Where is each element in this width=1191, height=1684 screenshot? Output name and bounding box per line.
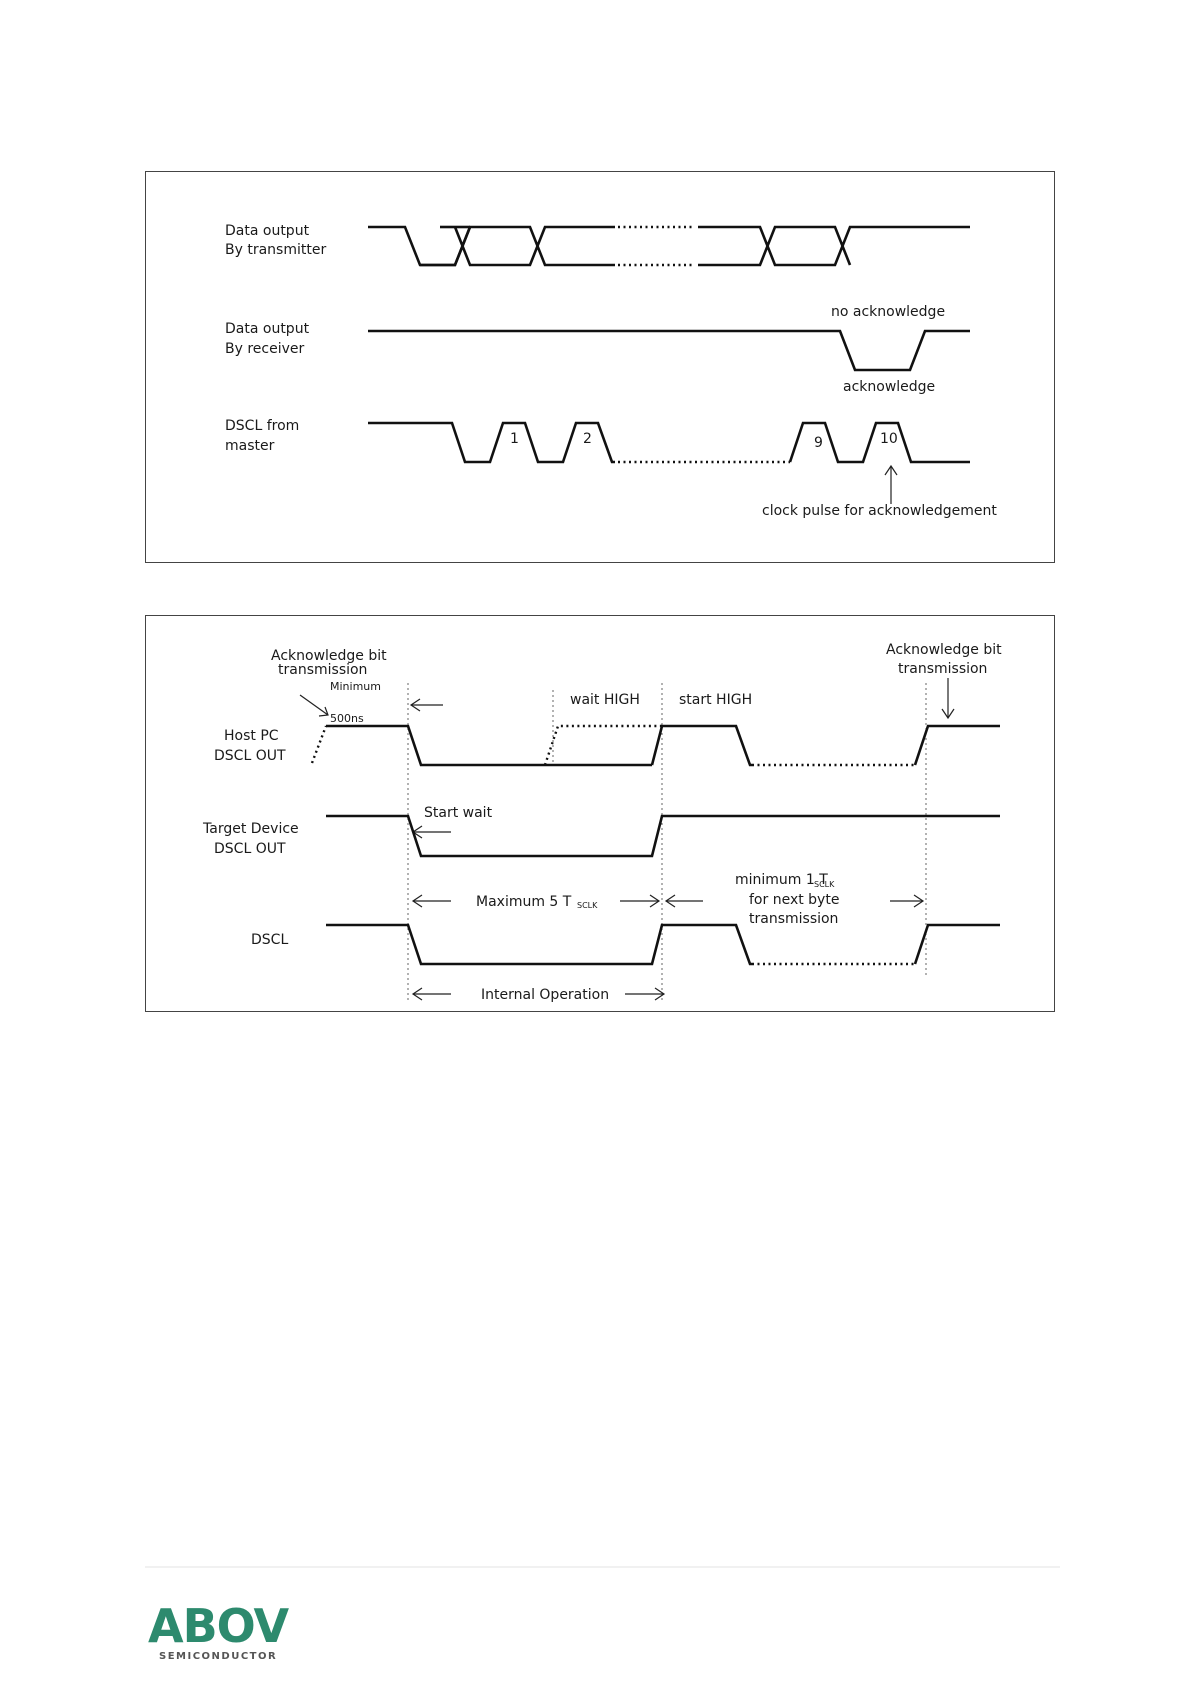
pulse-2-label: 2	[583, 431, 592, 447]
target-label-line1: Target Device	[202, 821, 299, 837]
diagram-ack-timing: Data output By transmitter Data output B…	[145, 171, 1055, 563]
host-pc-label-line1: Host PC	[224, 728, 279, 744]
min-next-subscript: SCLK	[814, 880, 835, 889]
arrow-down-icon	[941, 678, 955, 720]
ack-bit-right-line1: Acknowledge bit	[886, 642, 1002, 658]
label-data-transmitter-line1: Data output	[225, 223, 310, 239]
wait-high-label: wait HIGH	[570, 692, 640, 708]
waveform-receiver	[368, 329, 970, 372]
diagram1-frame	[145, 171, 1055, 563]
waveform-transmitter	[368, 225, 970, 267]
arrow-left-icon	[411, 894, 451, 908]
ack-bit-right-line2: transmission	[898, 661, 987, 677]
min-next-line1: minimum 1 T	[735, 872, 828, 888]
arrow-right-icon	[620, 894, 661, 908]
ack-bit-left-line2: transmission	[278, 662, 367, 678]
abov-logo: ABOV SEMICONDUCTOR	[148, 1599, 291, 1662]
ns500-label: 500ns	[330, 712, 364, 725]
no-acknowledge-label: no acknowledge	[831, 304, 945, 320]
pulse-9-label: 9	[814, 435, 823, 451]
arrow-right-icon	[890, 894, 925, 908]
start-wait-label: Start wait	[424, 805, 493, 821]
dscl-label: DSCL	[251, 932, 288, 948]
target-label-line2: DSCL OUT	[214, 841, 286, 857]
label-data-transmitter-line2: By transmitter	[225, 242, 326, 258]
label-data-receiver-line2: By receiver	[225, 341, 305, 357]
waveform-dscl-master	[368, 421, 970, 464]
maximum-subscript: SCLK	[577, 901, 598, 910]
minimum-label: Minimum	[330, 680, 381, 693]
min-next-line2: for next byte	[749, 892, 839, 908]
logo-subtitle: SEMICONDUCTOR	[159, 1651, 277, 1662]
waveform-host-pc	[310, 724, 1000, 767]
pulse-10-label: 10	[880, 431, 898, 447]
arrow-left-icon	[409, 698, 443, 712]
waveform-dscl	[326, 923, 1000, 966]
ack-bit-left-line1: Acknowledge bit	[271, 648, 387, 664]
arrow-right-icon	[625, 987, 666, 1001]
arrow-left-icon	[411, 987, 451, 1001]
pulse-1-label: 1	[510, 431, 519, 447]
logo-wordmark: ABOV	[148, 1599, 290, 1653]
acknowledge-label: acknowledge	[843, 379, 935, 395]
waveform-target	[326, 814, 1000, 858]
clock-pulse-note: clock pulse for acknowledgement	[762, 503, 997, 519]
min-next-line3: transmission	[749, 911, 838, 927]
arrow-down-right-icon	[299, 694, 329, 717]
internal-operation-label: Internal Operation	[481, 987, 609, 1003]
start-high-label: start HIGH	[679, 692, 752, 708]
host-pc-label-line2: DSCL OUT	[214, 748, 286, 764]
label-dscl-master-line1: DSCL from	[225, 418, 299, 434]
label-dscl-master-line2: master	[225, 438, 275, 454]
arrow-left-icon	[664, 894, 703, 908]
up-arrow-icon	[884, 464, 898, 504]
label-data-receiver-line1: Data output	[225, 321, 310, 337]
diagram2-frame	[145, 615, 1055, 1012]
diagram-dscl-wait-timing: Acknowledge bit transmission Minimum 500…	[145, 615, 1055, 1012]
maximum-label: Maximum 5 T	[476, 894, 572, 910]
